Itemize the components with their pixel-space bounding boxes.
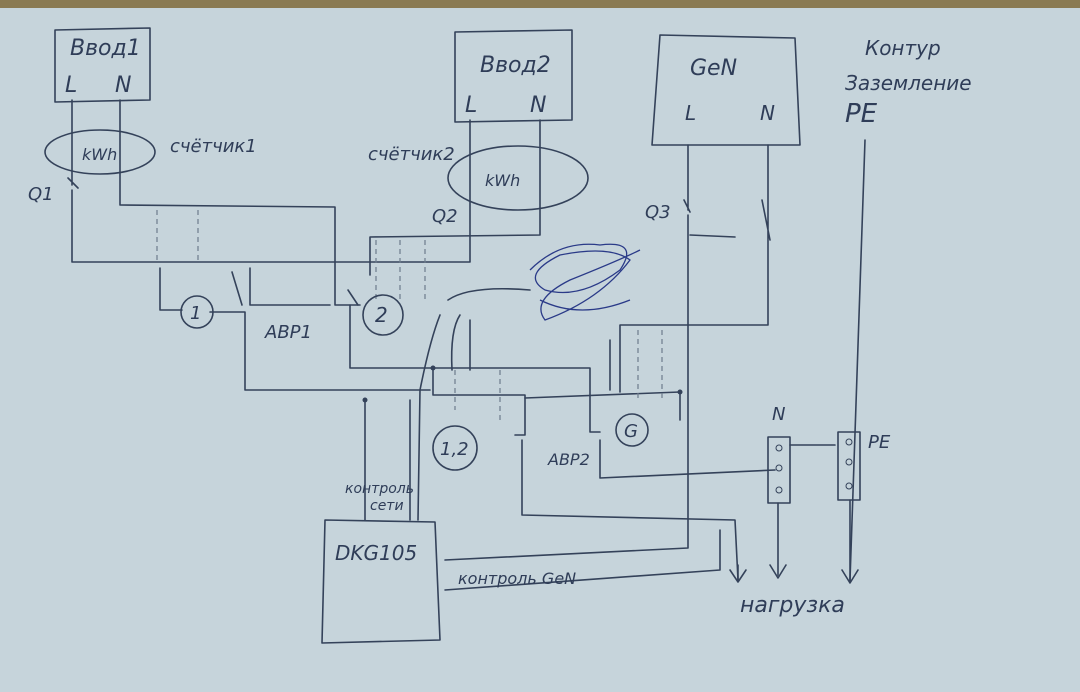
source-title: Ввод2 [480, 53, 551, 78]
meter-unit: kWh [82, 145, 117, 164]
source-title: GeN [690, 56, 737, 81]
scribble-mark [529, 243, 641, 321]
wiring [67, 99, 866, 591]
meter-label: счётчик2 [368, 144, 455, 165]
switch-q1: Q1 [28, 184, 54, 205]
load-label: нагрузка [740, 593, 845, 618]
meter-label: счётчик1 [170, 136, 257, 157]
n-terminal: N [115, 73, 131, 98]
ground-label-2: Заземление [845, 71, 972, 95]
contactor-label: 2 [375, 303, 388, 327]
contactor-1-2: 1,2 [432, 425, 478, 471]
switch-q3: Q3 [645, 202, 671, 223]
controller-name: DKG105 [335, 541, 417, 565]
source-title: Ввод1 [70, 36, 141, 61]
ground-label-3: PE [845, 99, 878, 129]
contactor-2: 2 [362, 294, 404, 336]
n-bus: N [767, 404, 791, 504]
meter-2: kWh счётчик2 [368, 144, 589, 211]
net-control-label: контроль [345, 481, 414, 497]
pe-bus: PE [837, 431, 891, 501]
ats-1-label: АВР1 [264, 322, 312, 343]
ats-2-label: АВР2 [547, 450, 590, 469]
controller-dkg105: DKG105 контроль сети контроль GeN [321, 481, 576, 644]
ground-loop-label: Контур Заземление PE [845, 36, 972, 129]
contactor-label: 1,2 [440, 439, 469, 460]
source-input-2: Ввод2 L N [454, 29, 573, 123]
contactor-label: 1 [190, 303, 201, 324]
source-generator: GeN L N [651, 34, 801, 146]
contactor-label: G [624, 421, 638, 442]
ground-label-1: Контур [865, 36, 941, 60]
n-bus-label: N [772, 404, 785, 425]
control-wires-dashed [156, 210, 663, 420]
l-terminal: L [465, 93, 477, 118]
l-terminal: L [685, 101, 696, 125]
meter-unit: kWh [485, 171, 520, 190]
source-input-1: Ввод1 L N [54, 27, 151, 103]
net-control-label-2: сети [370, 498, 404, 514]
meter-1: kWh счётчик1 [44, 129, 257, 175]
n-terminal: N [760, 101, 775, 125]
table-edge [0, 0, 1080, 10]
contactor-1: 1 [180, 295, 214, 329]
pe-bus-label: PE [868, 432, 891, 453]
gen-control-label: контроль GeN [458, 569, 576, 588]
switch-q2: Q2 [432, 206, 458, 227]
l-terminal: L [65, 73, 77, 98]
n-terminal: N [530, 93, 546, 118]
contactor-g: G [615, 413, 649, 447]
